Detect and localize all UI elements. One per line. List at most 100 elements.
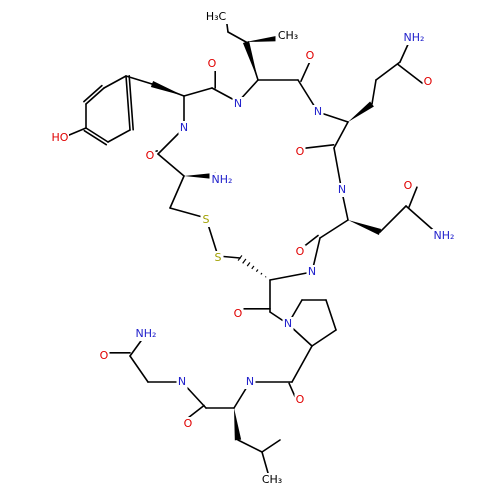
- label-bg-o-asn-side: [402, 179, 414, 193]
- bond-r5-r6: [107, 129, 131, 143]
- label-bg-o-gly: [98, 349, 110, 363]
- bond-lCb-lCg: [237, 439, 263, 453]
- label-bg-nh-leu: [244, 375, 256, 389]
- bond-tCb-r1: [125, 75, 153, 85]
- atom-label-nh-cys6: N: [308, 265, 316, 278]
- wedge-bond-iB-ch3R: [246, 34, 283, 42]
- bond-r4-r5: [83, 129, 108, 146]
- label-bg-nh-gln: [312, 105, 324, 119]
- bond-gCg-gCd: [375, 61, 401, 81]
- atom-label-nh-ile: N: [234, 97, 242, 110]
- atom-label-nh2-gln-side: NH₂: [404, 31, 425, 44]
- hash-bond-c6Ca-c6Cb: [251, 265, 255, 270]
- label-bg-o-gln-side: [422, 75, 434, 89]
- wedge-bond-tCa-tCb: [150, 81, 184, 96]
- bond-gCd-oGside: [397, 63, 425, 86]
- bond-r6-r1: [128, 74, 134, 131]
- atom-label-ch3-top-right: CH₃: [278, 29, 298, 42]
- atom-label-o-gly: O: [100, 349, 109, 362]
- atom-label-nh-gly: N: [178, 375, 186, 388]
- atom-label-s2: S: [215, 251, 222, 264]
- label-bg-o-cys1: [144, 149, 156, 163]
- atom-label-o-cys1: O: [146, 149, 155, 162]
- atom-label-nh-asn: N: [338, 183, 346, 196]
- atom-label-nh-leu: N: [246, 375, 254, 388]
- bond-r4-r5: [85, 127, 109, 143]
- label-bg-o-ile-amide: [304, 49, 316, 63]
- label-bg-o-leu: [182, 417, 194, 431]
- label-bg-o-gln-backbone: [294, 145, 306, 159]
- atom-label-o-gln-backbone: O: [296, 145, 305, 158]
- bond-gCb-gCg: [371, 79, 377, 105]
- label-bg-nh2-gln-side: [401, 31, 427, 45]
- atom-label-nh2-gly: NH₂: [136, 327, 157, 340]
- bond-layer: [61, 16, 441, 481]
- wedge-bond-gCa-gCb: [348, 101, 374, 122]
- hash-bond-c6Ca-c6Cb: [242, 258, 247, 264]
- wedge-bond-iCa-iB: [242, 41, 258, 80]
- bond-aCg-oAside: [408, 186, 418, 208]
- bond-pC-pD: [311, 329, 337, 347]
- bond-aCb-aCg: [379, 205, 407, 233]
- bond-r2-r3: [85, 87, 105, 105]
- atom-label-nh-tyr: N: [180, 121, 188, 134]
- bond-r2-r3: [83, 84, 103, 103]
- hash-bond-c6Ca-c6Cb: [255, 269, 259, 273]
- label-bg-nh-asn: [336, 183, 348, 197]
- bond-lCg-lCd: [261, 439, 281, 453]
- label-bg-o-cys6: [232, 307, 244, 321]
- wedge-bond-c1Ca-nh2C1: [184, 172, 216, 180]
- label-bg-o-pro: [294, 393, 306, 407]
- bond-c1C-c1Ca: [157, 153, 185, 177]
- label-bg-n-pro: [282, 317, 294, 331]
- atom-label-o-pro: O: [296, 393, 305, 406]
- atom-label-o-asn-side: O: [404, 179, 413, 192]
- bond-gCa-gC: [333, 121, 349, 149]
- atom-label-o-tyr-amide: O: [208, 57, 217, 70]
- label-bg-ch3-bottom: [259, 473, 285, 487]
- atom-label-o-gln-side: O: [424, 75, 433, 88]
- stereo-bond-layer: [150, 34, 382, 441]
- label-bg-nh-cys6: [306, 265, 318, 279]
- bond-aCa-aC: [319, 219, 349, 239]
- label-bg-nh2-asn-side: [431, 229, 457, 243]
- atom-label-ho-tyr: HO: [52, 131, 69, 144]
- bond-r1-r2: [103, 75, 127, 89]
- label-bg-nh-gly: [176, 375, 188, 389]
- label-bg-ho-tyr: [51, 131, 69, 145]
- hash-bond-c6Ca-c6Cb: [260, 272, 263, 275]
- label-bg-o-tyr-amide: [206, 57, 218, 71]
- label-bg-nh-tyr: [178, 121, 190, 135]
- label-bg-nh2-cys1: [209, 173, 235, 187]
- bond-gyA-gyC: [129, 355, 149, 383]
- wedge-bond-aCa-aCb: [348, 220, 382, 235]
- bond-nC6-c6Ca: [269, 271, 313, 281]
- hash-bond-c6Ca-c6Cb: [246, 262, 251, 267]
- bond-pB-pC: [325, 299, 337, 331]
- hash-bond-c6Ca-c6Cb: [264, 276, 267, 278]
- label-bg-s1: [200, 213, 212, 227]
- bond-r6-r1: [125, 75, 131, 131]
- atom-label-s1: S: [203, 213, 210, 226]
- label-bg-nh2-gly: [133, 327, 159, 341]
- bond-iA-iB: [227, 31, 247, 43]
- hash-bond-c6Ca-c6Cb: [237, 255, 243, 261]
- atom-label-o-ile-amide: O: [306, 49, 315, 62]
- bond-pD-proC: [291, 345, 313, 383]
- label-bg-ch3-top-left: [203, 10, 229, 24]
- label-bg-s2: [212, 251, 224, 265]
- atom-label-nh2-cys1: NH₂: [212, 173, 233, 186]
- atom-label-nh-gln: N: [314, 105, 322, 118]
- label-bg-nh-ile: [232, 97, 244, 111]
- atom-label-ch3-bottom: CH₃: [262, 473, 282, 486]
- bond-c1Ca-c1Cb: [169, 175, 185, 209]
- atom-label-o-leu: O: [184, 417, 193, 430]
- atom-label-n-pro: N: [284, 317, 292, 330]
- label-bg-ch3-top-right: [275, 29, 301, 43]
- atom-label-nh2-asn-side: NH₂: [434, 229, 455, 242]
- atom-label-o-cys6: O: [234, 307, 243, 320]
- label-bg-o-asn-backbone: [294, 245, 306, 259]
- bond-c1Cb-s1: [169, 207, 207, 219]
